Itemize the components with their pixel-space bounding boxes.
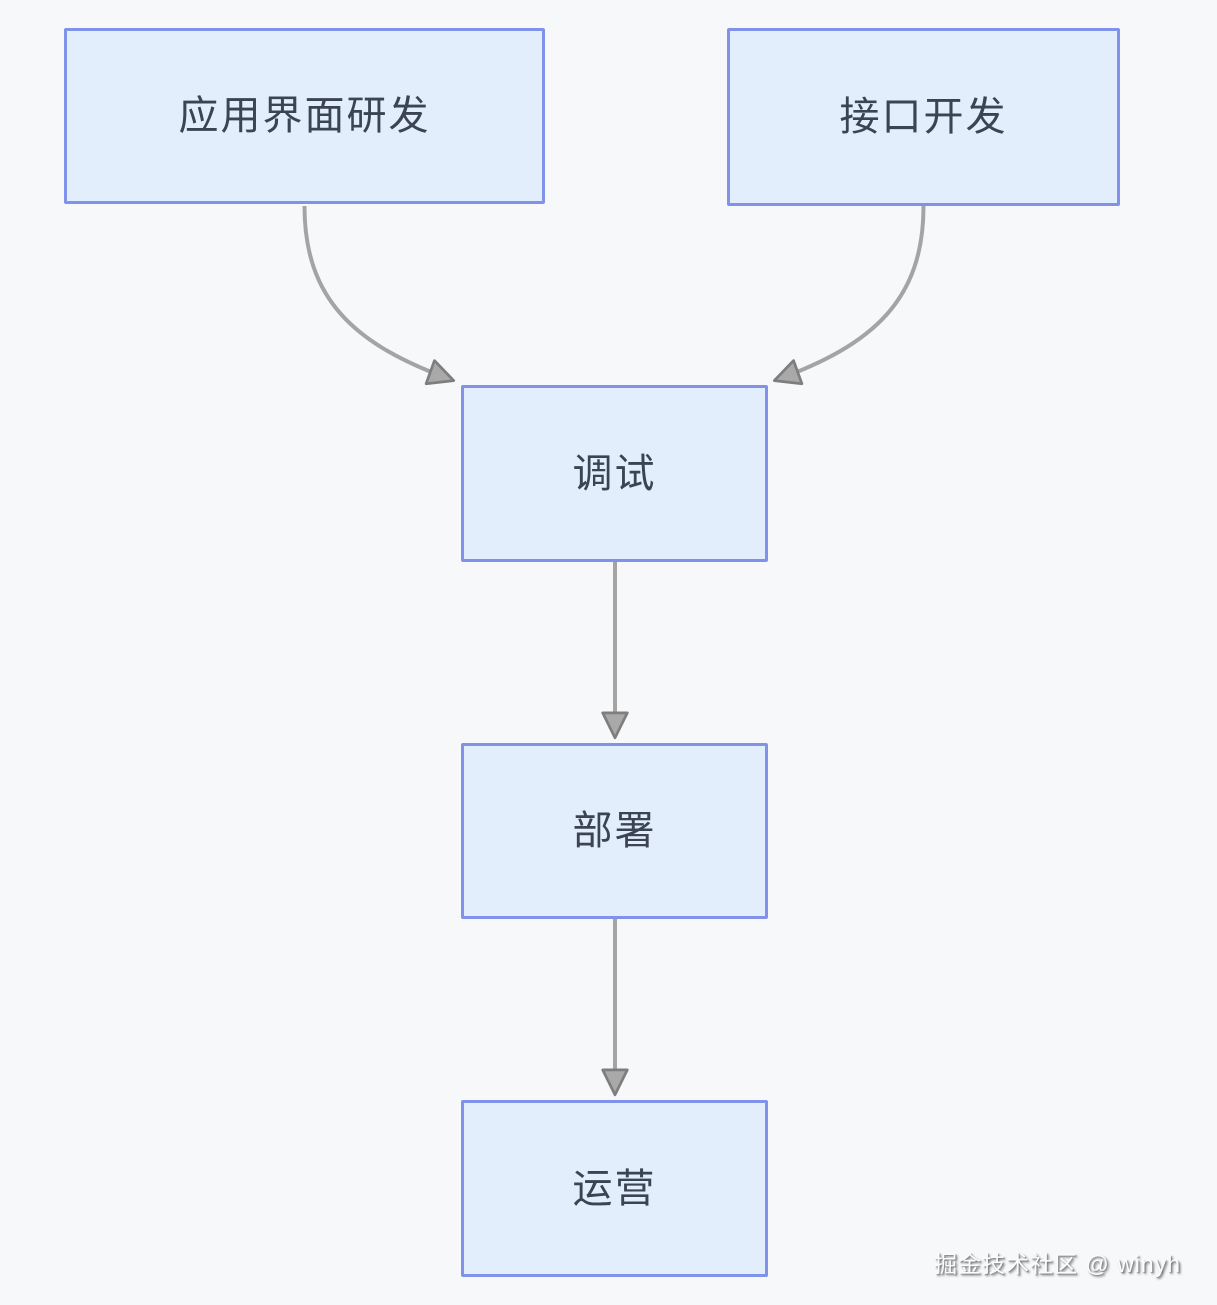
node-deploy[interactable]: 部署 — [461, 743, 768, 919]
edge-uidev-to-debug — [302, 205, 456, 386]
node-ui-development-label: 应用界面研发 — [178, 94, 431, 138]
node-ui-development[interactable]: 应用界面研发 — [64, 28, 545, 204]
node-operate-label: 运营 — [572, 1166, 657, 1211]
node-deploy-label: 部署 — [572, 809, 657, 853]
node-debug[interactable]: 调试 — [461, 385, 768, 562]
node-operate[interactable]: 运营 — [461, 1100, 768, 1277]
node-api-development-label: 接口开发 — [839, 95, 1008, 139]
watermark-text: 掘金技术社区 @ winyh — [934, 1251, 1181, 1277]
node-debug-label: 调试 — [572, 451, 657, 496]
edge-apidev-to-debug — [772, 205, 926, 386]
node-api-development[interactable]: 接口开发 — [727, 28, 1120, 206]
